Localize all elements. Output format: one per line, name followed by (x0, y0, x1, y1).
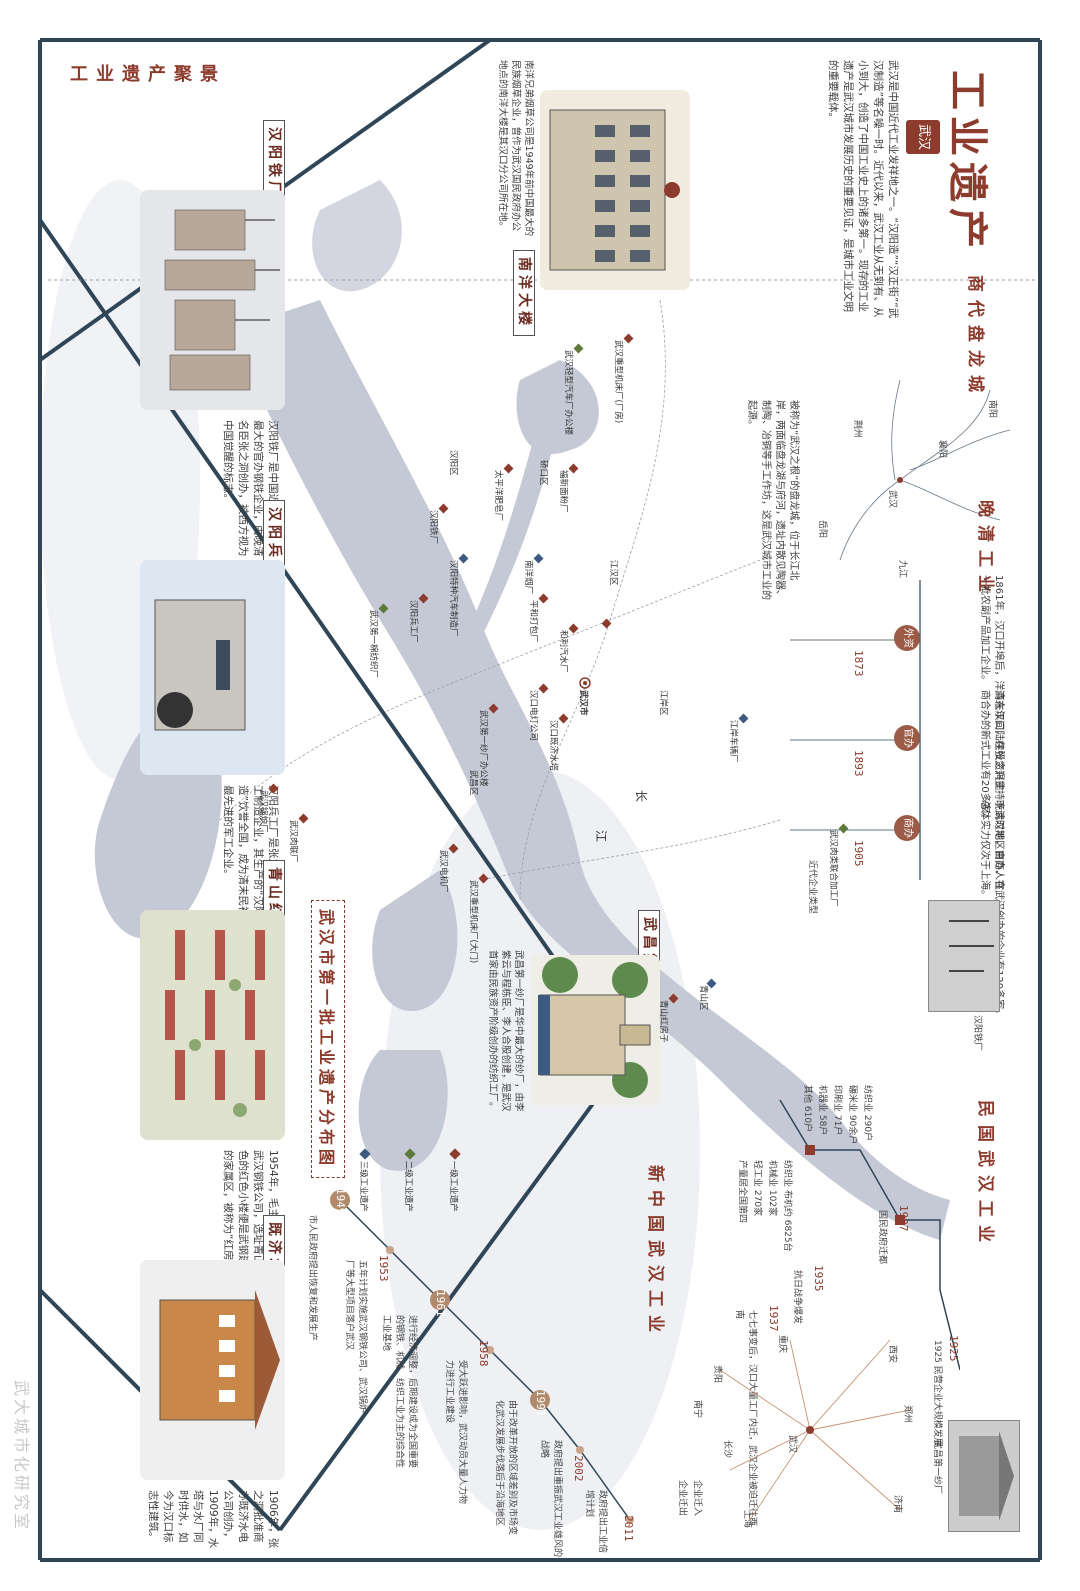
site-label-8: 平和打包厂 (528, 600, 538, 643)
wuchang-mill-photo (948, 1420, 1020, 1532)
site-marker (601, 618, 612, 629)
legend-level-3: 三级工业遗产 (358, 1148, 371, 1212)
site-label-2: 福新面粉厂 (558, 470, 568, 513)
wuchang-mill-illustration (530, 955, 660, 1105)
site-label-15: 武汉电机厂 (438, 850, 448, 893)
site-marker (558, 713, 569, 724)
site-label-1: 武汉轻型汽车厂办公楼 (563, 350, 573, 436)
site-label-9: 汉口电灯公司 (528, 690, 538, 742)
site-label-10: 和利汽水厂 (558, 630, 568, 673)
qingshan-red-houses-illustration (140, 910, 285, 1140)
site-marker (623, 333, 634, 344)
site-marker (438, 503, 449, 514)
hanyang-iron-illustration (140, 190, 285, 410)
wuchang-mill-desc: 武昌第一纱厂是华中最大的纱厂，由李紫云与程栋臣、李人合股创建，是武汉首家由民族资… (487, 950, 524, 1112)
site-marker (538, 683, 549, 694)
legend-level-1: 一级工业遗产 (448, 1148, 461, 1212)
site-label-13: 武汉肉联厂 (288, 820, 298, 863)
lake-3 (358, 1050, 448, 1171)
site-marker (533, 553, 544, 564)
site-label-11: 汉口既济水塔 (548, 720, 558, 772)
site-marker (538, 593, 549, 604)
site-marker (573, 343, 584, 354)
lake-1 (516, 360, 599, 454)
site-marker (268, 783, 279, 794)
hanyang-iron-photo (928, 900, 1000, 1012)
site-marker (378, 603, 389, 614)
site-label-6: 南洋烟厂 (523, 560, 533, 595)
site-marker (838, 823, 849, 834)
jiji-water-tower-illustration (140, 1260, 285, 1480)
site-label-20: 江岸车辆厂 (728, 720, 738, 763)
site-marker (488, 703, 499, 714)
legend-level-3-swatch (359, 1148, 371, 1160)
yangtze-river (230, 300, 950, 1240)
city-center-icon (579, 677, 591, 689)
relocation-radial-map (719, 1339, 911, 1521)
site-label-0: 武汉重型机床厂(厂房) (613, 340, 623, 424)
site-marker (478, 873, 489, 884)
site-label-5: 汉阳铁厂 (428, 510, 438, 545)
legend-level-2: 二级工业遗产 (403, 1148, 416, 1212)
watermark: 武大城市化研究室 (12, 1380, 31, 1533)
republic-timeline (779, 1099, 960, 1371)
han-river (468, 415, 560, 640)
site-marker (568, 623, 579, 634)
lake-4 (312, 180, 402, 292)
hanyang-arsenal-illustration (140, 560, 285, 775)
site-label-3: 太平洋肥皂厂 (493, 470, 503, 522)
site-label-12: 武汉第一棉纺织厂 (368, 610, 378, 679)
site-marker (458, 553, 469, 564)
site-marker (503, 463, 514, 474)
site-marker (298, 813, 309, 824)
site-marker (448, 843, 459, 854)
site-marker (418, 593, 429, 604)
site-label-22: 武汉第一纱厂办公楼 (478, 710, 488, 787)
shang-region-map (839, 379, 1011, 561)
site-label-4: 汉阳特种汽车制造厂 (448, 560, 458, 637)
site-marker (668, 993, 679, 1004)
site-marker (706, 978, 717, 989)
site-marker (738, 713, 749, 724)
legend-level-2-swatch (404, 1148, 416, 1160)
lake-2 (372, 870, 458, 1012)
legend-level-1-swatch (449, 1148, 461, 1160)
nanyang-building-illustration (540, 90, 690, 290)
site-label-19: 武汉肉类联合加工厂 (828, 830, 838, 907)
site-label-7: 汉阳兵工厂 (408, 600, 418, 643)
site-label-14: 武汉锅炉厂 (258, 790, 268, 833)
site-marker (568, 463, 579, 474)
prc-timeline (330, 1190, 634, 1524)
